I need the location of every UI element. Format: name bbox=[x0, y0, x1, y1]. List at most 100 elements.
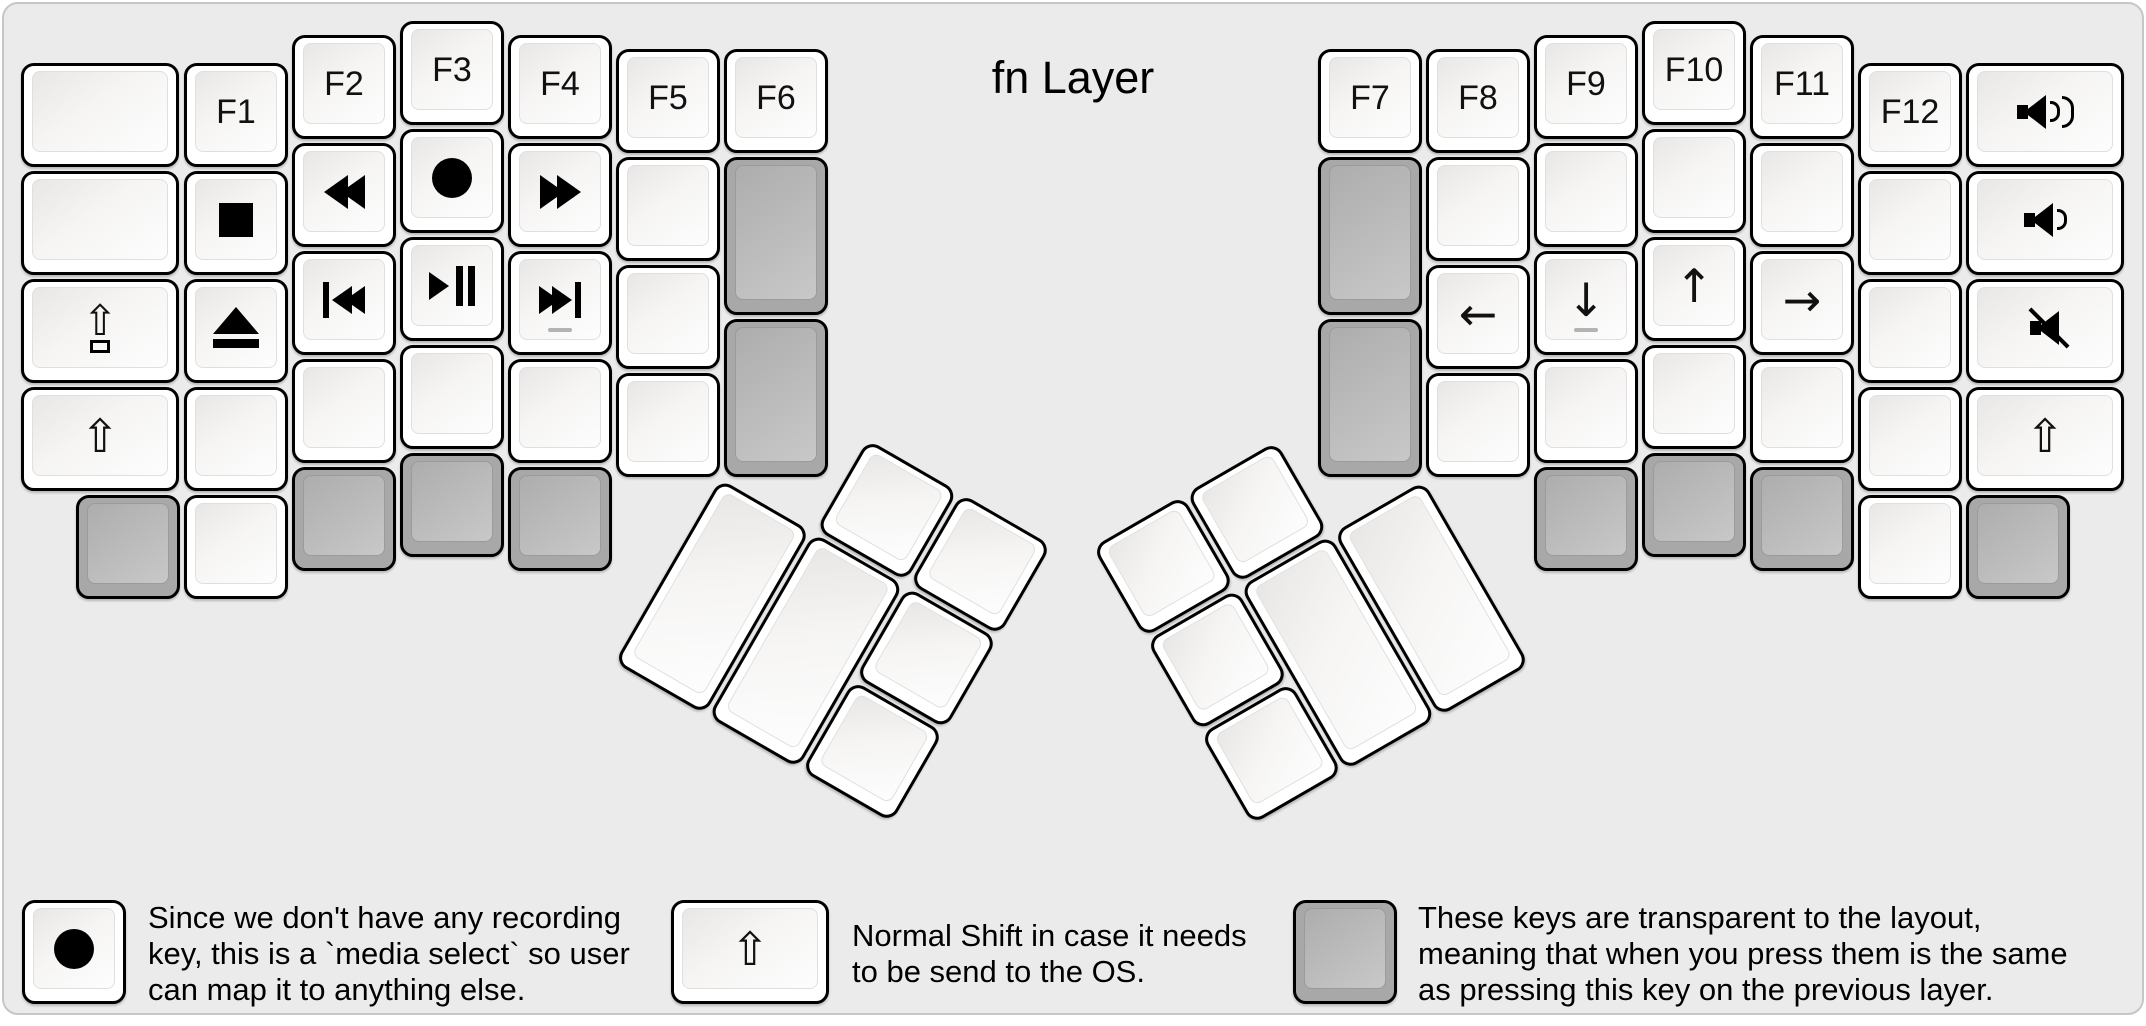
key-arrow-left[interactable]: ← bbox=[1426, 265, 1530, 369]
eject-icon bbox=[213, 307, 259, 348]
key-blank[interactable] bbox=[1858, 171, 1962, 275]
key-blank[interactable] bbox=[1534, 359, 1638, 463]
key-transparent[interactable] bbox=[292, 467, 396, 571]
keycap-top bbox=[1545, 151, 1627, 232]
key-volume-up[interactable] bbox=[1966, 63, 2124, 167]
keycap-top: F8 bbox=[1437, 57, 1519, 138]
key-shift[interactable]: ⇧ bbox=[1966, 387, 2124, 491]
legend-line: key, this is a `media select` so user bbox=[148, 936, 630, 971]
key-shift-sample: ⇧ bbox=[671, 900, 829, 1004]
key-f6[interactable]: F6 bbox=[724, 49, 828, 153]
volume-up-icon bbox=[2016, 94, 2074, 129]
key-skip-back[interactable] bbox=[292, 251, 396, 355]
key-arrow-right[interactable]: → bbox=[1750, 251, 1854, 355]
key-play-pause[interactable] bbox=[400, 237, 504, 341]
arrow-right-icon: → bbox=[1782, 272, 1822, 327]
key-blank[interactable] bbox=[1642, 129, 1746, 233]
key-blank[interactable] bbox=[508, 359, 612, 463]
key-f4[interactable]: F4 bbox=[508, 35, 612, 139]
key-f9[interactable]: F9 bbox=[1534, 35, 1638, 139]
arrow-up-icon: ↑ bbox=[1674, 258, 1714, 313]
key-blank[interactable] bbox=[1750, 143, 1854, 247]
legend-line: to be send to the OS. bbox=[852, 954, 1145, 989]
legend-key-record bbox=[22, 900, 130, 1008]
legend-key-shift: ⇧ bbox=[671, 900, 833, 1008]
key-f8[interactable]: F8 bbox=[1426, 49, 1530, 153]
key-transparent[interactable] bbox=[724, 157, 828, 315]
fast-forward-icon bbox=[539, 174, 581, 209]
key-blank[interactable] bbox=[616, 157, 720, 261]
keycap-top bbox=[195, 179, 277, 260]
key-f10[interactable]: F10 bbox=[1642, 21, 1746, 125]
key-blank[interactable] bbox=[1750, 359, 1854, 463]
key-shift[interactable]: ⇧ bbox=[21, 387, 179, 491]
key-blank[interactable] bbox=[1426, 373, 1530, 477]
keycap-top bbox=[1869, 395, 1951, 476]
key-arrow-up[interactable]: ↑ bbox=[1642, 237, 1746, 341]
legend-line: Normal Shift in case it needs bbox=[852, 918, 1247, 953]
key-transparent[interactable] bbox=[724, 319, 828, 477]
key-f12[interactable]: F12 bbox=[1858, 63, 1962, 167]
key-stop[interactable] bbox=[184, 171, 288, 275]
key-blank[interactable] bbox=[1858, 279, 1962, 383]
key-blank[interactable] bbox=[184, 387, 288, 491]
key-transparent[interactable] bbox=[1534, 467, 1638, 571]
key-transparent[interactable] bbox=[1750, 467, 1854, 571]
key-blank[interactable] bbox=[1534, 143, 1638, 247]
key-mute[interactable] bbox=[1966, 279, 2124, 383]
key-blank[interactable] bbox=[21, 63, 179, 167]
keycap-top bbox=[1761, 475, 1843, 556]
key-transparent[interactable] bbox=[400, 453, 504, 557]
play-pause-icon bbox=[429, 265, 475, 306]
key-blank[interactable] bbox=[1426, 157, 1530, 261]
key-fast-forward[interactable] bbox=[508, 143, 612, 247]
key-eject[interactable] bbox=[184, 279, 288, 383]
key-f11[interactable]: F11 bbox=[1750, 35, 1854, 139]
key-transparent[interactable] bbox=[1966, 495, 2070, 599]
key-f5[interactable]: F5 bbox=[616, 49, 720, 153]
key-transparent[interactable] bbox=[508, 467, 612, 571]
key-f2[interactable]: F2 bbox=[292, 35, 396, 139]
keycap-top bbox=[303, 259, 385, 340]
arrow-left-icon: ← bbox=[1458, 286, 1498, 341]
key-record[interactable] bbox=[400, 129, 504, 233]
keycap-top: F9 bbox=[1545, 43, 1627, 124]
key-skip-forward[interactable] bbox=[508, 251, 612, 355]
key-transparent[interactable] bbox=[76, 495, 180, 599]
key-arrow-down[interactable]: ↓ bbox=[1534, 251, 1638, 355]
key-rewind[interactable] bbox=[292, 143, 396, 247]
key-label: F6 bbox=[756, 78, 796, 117]
key-transparent[interactable] bbox=[1318, 319, 1422, 477]
key-label: F3 bbox=[432, 50, 472, 89]
shift-icon: ⇧ bbox=[2025, 408, 2065, 463]
key-shift-lock[interactable]: ⇧ bbox=[21, 279, 179, 383]
keycap-top bbox=[195, 503, 277, 584]
key-transparent[interactable] bbox=[1642, 453, 1746, 557]
stop-icon bbox=[219, 202, 253, 237]
key-blank[interactable] bbox=[1642, 345, 1746, 449]
key-f1[interactable]: F1 bbox=[184, 63, 288, 167]
keycap-top bbox=[1977, 287, 2113, 368]
key-volume-down[interactable] bbox=[1966, 171, 2124, 275]
keycap-top bbox=[1545, 475, 1627, 556]
mute-icon bbox=[2028, 306, 2070, 349]
key-blank[interactable] bbox=[292, 359, 396, 463]
key-f3[interactable]: F3 bbox=[400, 21, 504, 125]
keycap-top bbox=[1977, 503, 2059, 584]
keycap-top bbox=[303, 151, 385, 232]
key-blank[interactable] bbox=[1858, 495, 1962, 599]
key-blank[interactable] bbox=[184, 495, 288, 599]
key-blank[interactable] bbox=[1858, 387, 1962, 491]
keycap-top bbox=[1437, 381, 1519, 462]
record-icon bbox=[54, 928, 94, 969]
key-blank[interactable] bbox=[21, 171, 179, 275]
key-f7[interactable]: F7 bbox=[1318, 49, 1422, 153]
shift-lock-icon: ⇧ bbox=[82, 299, 118, 354]
key-transparent[interactable] bbox=[1318, 157, 1422, 315]
key-blank[interactable] bbox=[400, 345, 504, 449]
key-blank[interactable] bbox=[616, 265, 720, 369]
key-label: F12 bbox=[1880, 92, 1940, 131]
key-label: F8 bbox=[1458, 78, 1498, 117]
key-blank[interactable] bbox=[616, 373, 720, 477]
